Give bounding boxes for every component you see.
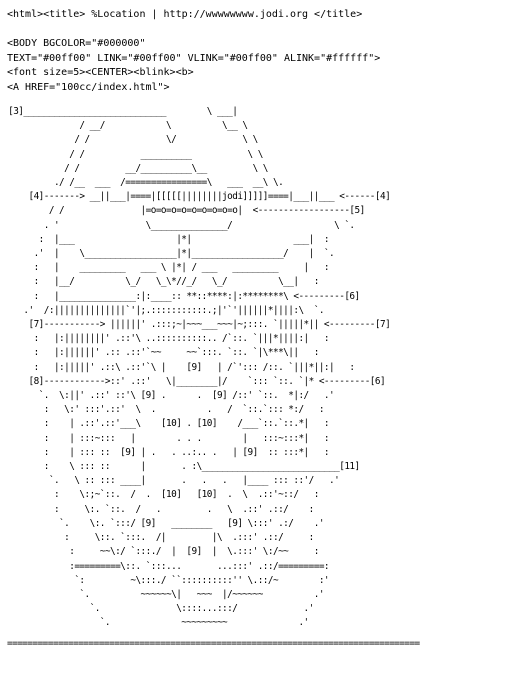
ascii-art-bomb[interactable]: [3]____________________________ \ ___| /…	[8, 106, 391, 629]
html-source-header: <html><title> %Location | http://wwwwwww…	[7, 8, 380, 95]
title-tag-line: <html><title> %Location | http://wwwwwww…	[7, 9, 363, 20]
body-tag-line: <BODY BGCOLOR="#000000"	[7, 38, 146, 49]
text-color-line: TEXT="#00ff00" LINK="#00ff00" VLINK="#00…	[7, 52, 381, 64]
font-tag-line: <font size=5><CENTER><blink><b>	[7, 67, 194, 78]
footer-rule: ========================================…	[7, 638, 420, 649]
anchor-tag-line: <A HREF="100cc/index.html">	[7, 81, 170, 93]
